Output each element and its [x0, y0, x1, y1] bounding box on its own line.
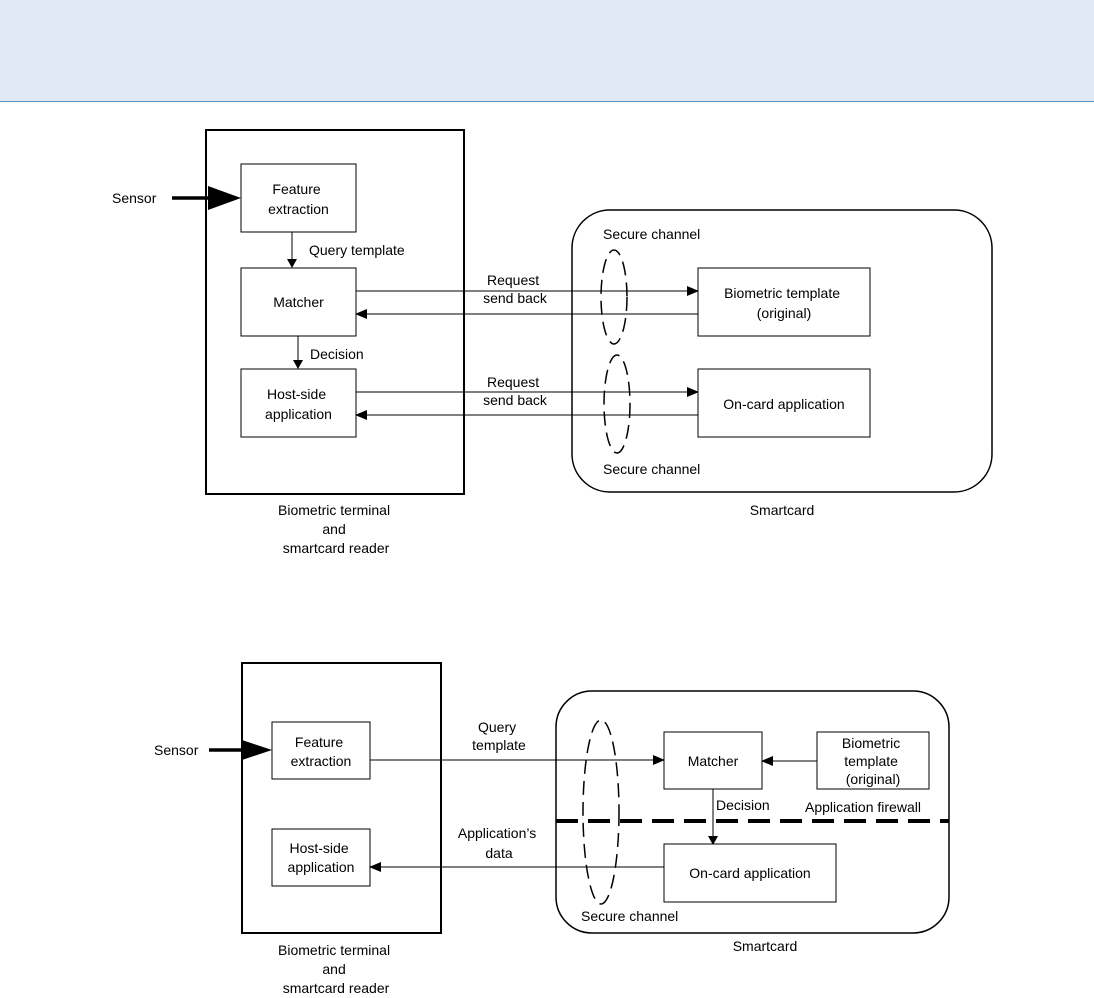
secure-channel-ellipse-bottom: [603, 354, 631, 454]
sensor-arrowhead: [208, 186, 241, 210]
secure-channel-label-top: Secure channel: [603, 226, 700, 242]
application-firewall-label: Application firewall: [805, 799, 921, 815]
on-card-app-label: On-card application: [723, 396, 844, 412]
app-data-label: Application’s data: [458, 825, 540, 861]
sensor-label: Sensor: [112, 190, 157, 206]
biometric-template-label: Biometric template (original): [724, 285, 844, 321]
terminal-box: [205, 129, 465, 495]
biometric-template-label: Biometric template (original): [842, 735, 904, 787]
query-template-label: Query template: [472, 719, 526, 753]
matcher-label: Matcher: [273, 294, 324, 310]
decision-label: Decision: [310, 346, 364, 362]
smartcard-caption: Smartcard: [733, 938, 798, 954]
biometric-template-box: [816, 731, 930, 790]
terminal-caption: Biometric terminal and smartcard reader: [278, 942, 394, 996]
request-label-1: Request send back: [483, 272, 548, 306]
host-app-box: [271, 828, 371, 887]
terminal-box: [241, 662, 442, 934]
secure-channel-label: Secure channel: [581, 908, 678, 924]
feature-extraction-box: [240, 163, 357, 233]
decision-label: Decision: [716, 797, 770, 813]
on-card-app-label: On-card application: [689, 865, 810, 881]
secure-channel-ellipse-top: [600, 249, 628, 345]
host-app-label: Host-side application: [288, 840, 355, 875]
request-label-2: Request send back: [483, 374, 548, 408]
host-app-label: Host-side application: [265, 386, 332, 422]
diagram-2: Sensor Feature extraction Host-side appl…: [154, 662, 950, 996]
feature-extraction-label: Feature extraction: [268, 181, 329, 217]
smartcard-box: [555, 690, 950, 934]
smartcard-box: [571, 209, 993, 493]
header-band: [0, 0, 1094, 102]
feature-extraction-label: Feature extraction: [291, 734, 352, 769]
diagram-1: Sensor Feature extraction Query template…: [112, 129, 993, 556]
on-card-app-box: [697, 368, 871, 438]
smartcard-caption: Smartcard: [750, 502, 815, 518]
secure-channel-label-bottom: Secure channel: [603, 461, 700, 477]
query-template-label: Query template: [309, 242, 405, 258]
on-card-app-box: [663, 843, 837, 903]
sensor-arrowhead: [242, 740, 272, 760]
matcher-label: Matcher: [688, 753, 739, 769]
feature-extraction-box: [271, 721, 371, 780]
matcher-box: [240, 267, 357, 337]
terminal-caption: Biometric terminal and smartcard reader: [278, 502, 394, 556]
secure-channel-ellipse: [582, 719, 620, 905]
biometric-template-box: [697, 267, 871, 337]
host-app-box: [240, 368, 357, 438]
sensor-label: Sensor: [154, 742, 199, 758]
